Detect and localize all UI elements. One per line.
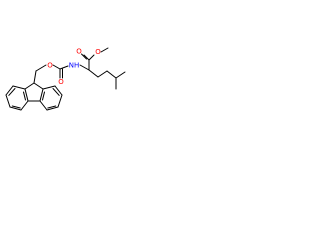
bond: [54, 85, 63, 96]
bond: [115, 71, 126, 79]
bond: [33, 82, 44, 90]
bond: [57, 94, 63, 108]
amide-nh-label: NH: [69, 62, 80, 70]
bond: [12, 85, 26, 90]
bond: [24, 88, 29, 102]
bond: [52, 64, 61, 70]
bond: [100, 47, 109, 53]
bond: [11, 105, 21, 109]
atom-labels: O O NH O O: [47, 48, 101, 87]
structure-canvas: O O NH O O: [0, 0, 152, 152]
bond: [42, 91, 45, 101]
bond: [33, 70, 37, 84]
bond: [5, 94, 11, 108]
bond: [81, 53, 87, 60]
bond: [39, 100, 48, 111]
bond: [24, 82, 35, 90]
bond: [8, 88, 16, 96]
bond: [35, 64, 47, 72]
carbamate-carbonyl-oxygen-label: O: [58, 78, 64, 86]
bond-lines: [5, 47, 126, 111]
molecule-structure: O O NH O O: [5, 47, 126, 111]
bond: [88, 69, 99, 78]
bond: [20, 100, 29, 111]
bond: [83, 54, 90, 61]
bond: [5, 85, 14, 96]
bond: [52, 88, 60, 96]
bond: [23, 91, 26, 101]
bond: [9, 106, 22, 111]
bond: [59, 65, 69, 70]
bond: [79, 64, 90, 71]
bond: [39, 88, 44, 102]
bond: [106, 70, 117, 79]
carbamate-ether-oxygen-label: O: [47, 62, 53, 70]
bond: [47, 105, 57, 109]
ester-carbonyl-oxygen-label: O: [76, 48, 82, 56]
bond: [46, 106, 59, 111]
bond: [97, 70, 108, 78]
ester-ether-oxygen-label: O: [95, 48, 101, 56]
bond: [42, 85, 56, 90]
bond: [88, 54, 95, 61]
